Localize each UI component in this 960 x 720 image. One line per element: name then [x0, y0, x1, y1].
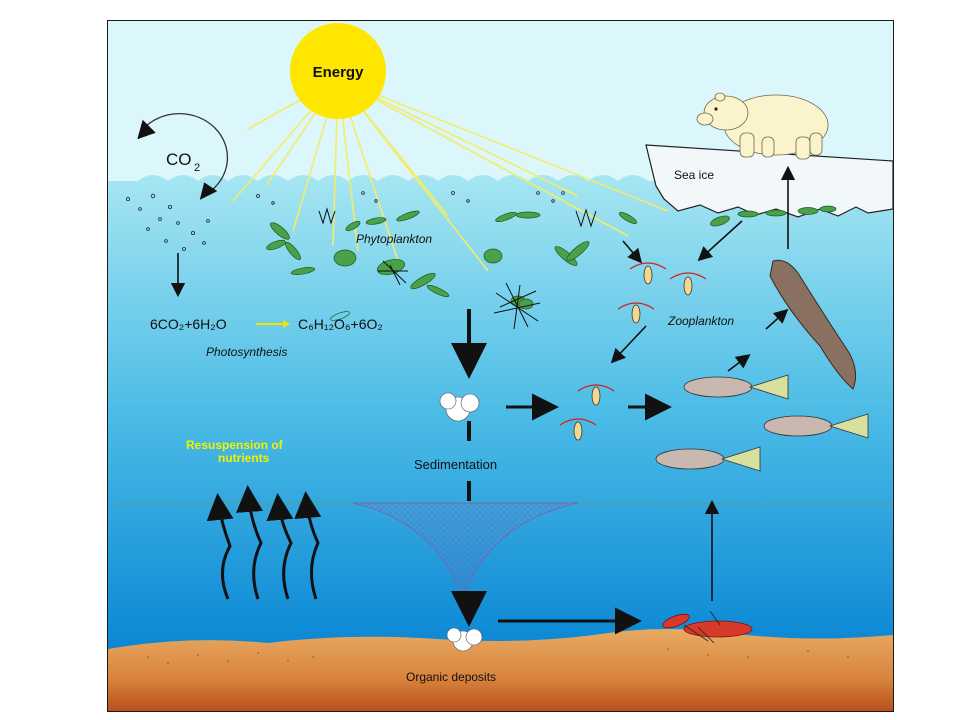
diatom-chains [318, 207, 597, 330]
photosynthesis-label: Photosynthesis [206, 345, 287, 359]
seafloor [108, 629, 893, 711]
polar-bear-icon [696, 92, 829, 160]
equation-arrowhead [283, 320, 290, 328]
energy-label: Energy [313, 64, 365, 81]
equation-products: C₆H₁₂O₆+6O₂ [298, 316, 383, 332]
flow-arrows [170, 165, 796, 635]
resuspension-label-line1: Resuspension of [186, 438, 284, 452]
marine-snow-icon [439, 392, 480, 422]
zooplankton-antennae [559, 262, 707, 426]
gas-bubbles [125, 191, 565, 251]
zooplankton-icon [573, 265, 693, 441]
seal-icon [769, 259, 857, 390]
diagram-canvas: Energy CO 2 Sea ice [108, 21, 893, 711]
equation-reactants: 6CO₂+6H₂O [150, 316, 227, 332]
food-web-diagram: Energy CO 2 Sea ice [107, 20, 894, 712]
organic-deposit-icon [446, 627, 483, 652]
sea-ice [645, 144, 893, 218]
phytoplankton-label: Phytoplankton [356, 232, 432, 246]
shrimp-icon [662, 610, 753, 644]
sun-icon [290, 23, 386, 119]
ocean-water [108, 175, 893, 651]
resuspension-label-line2: nutrients [218, 451, 270, 465]
sea-ice-label: Sea ice [674, 168, 714, 182]
zooplankton-label: Zooplankton [667, 314, 734, 328]
organic-deposits-label: Organic deposits [406, 670, 496, 684]
co2-subscript: 2 [194, 162, 200, 174]
sedimentation-label: Sedimentation [414, 457, 497, 472]
fish-icon [655, 374, 869, 472]
co2-cycle-icon [137, 112, 229, 200]
co2-label: CO [166, 150, 192, 169]
sediment-specks [147, 648, 849, 664]
